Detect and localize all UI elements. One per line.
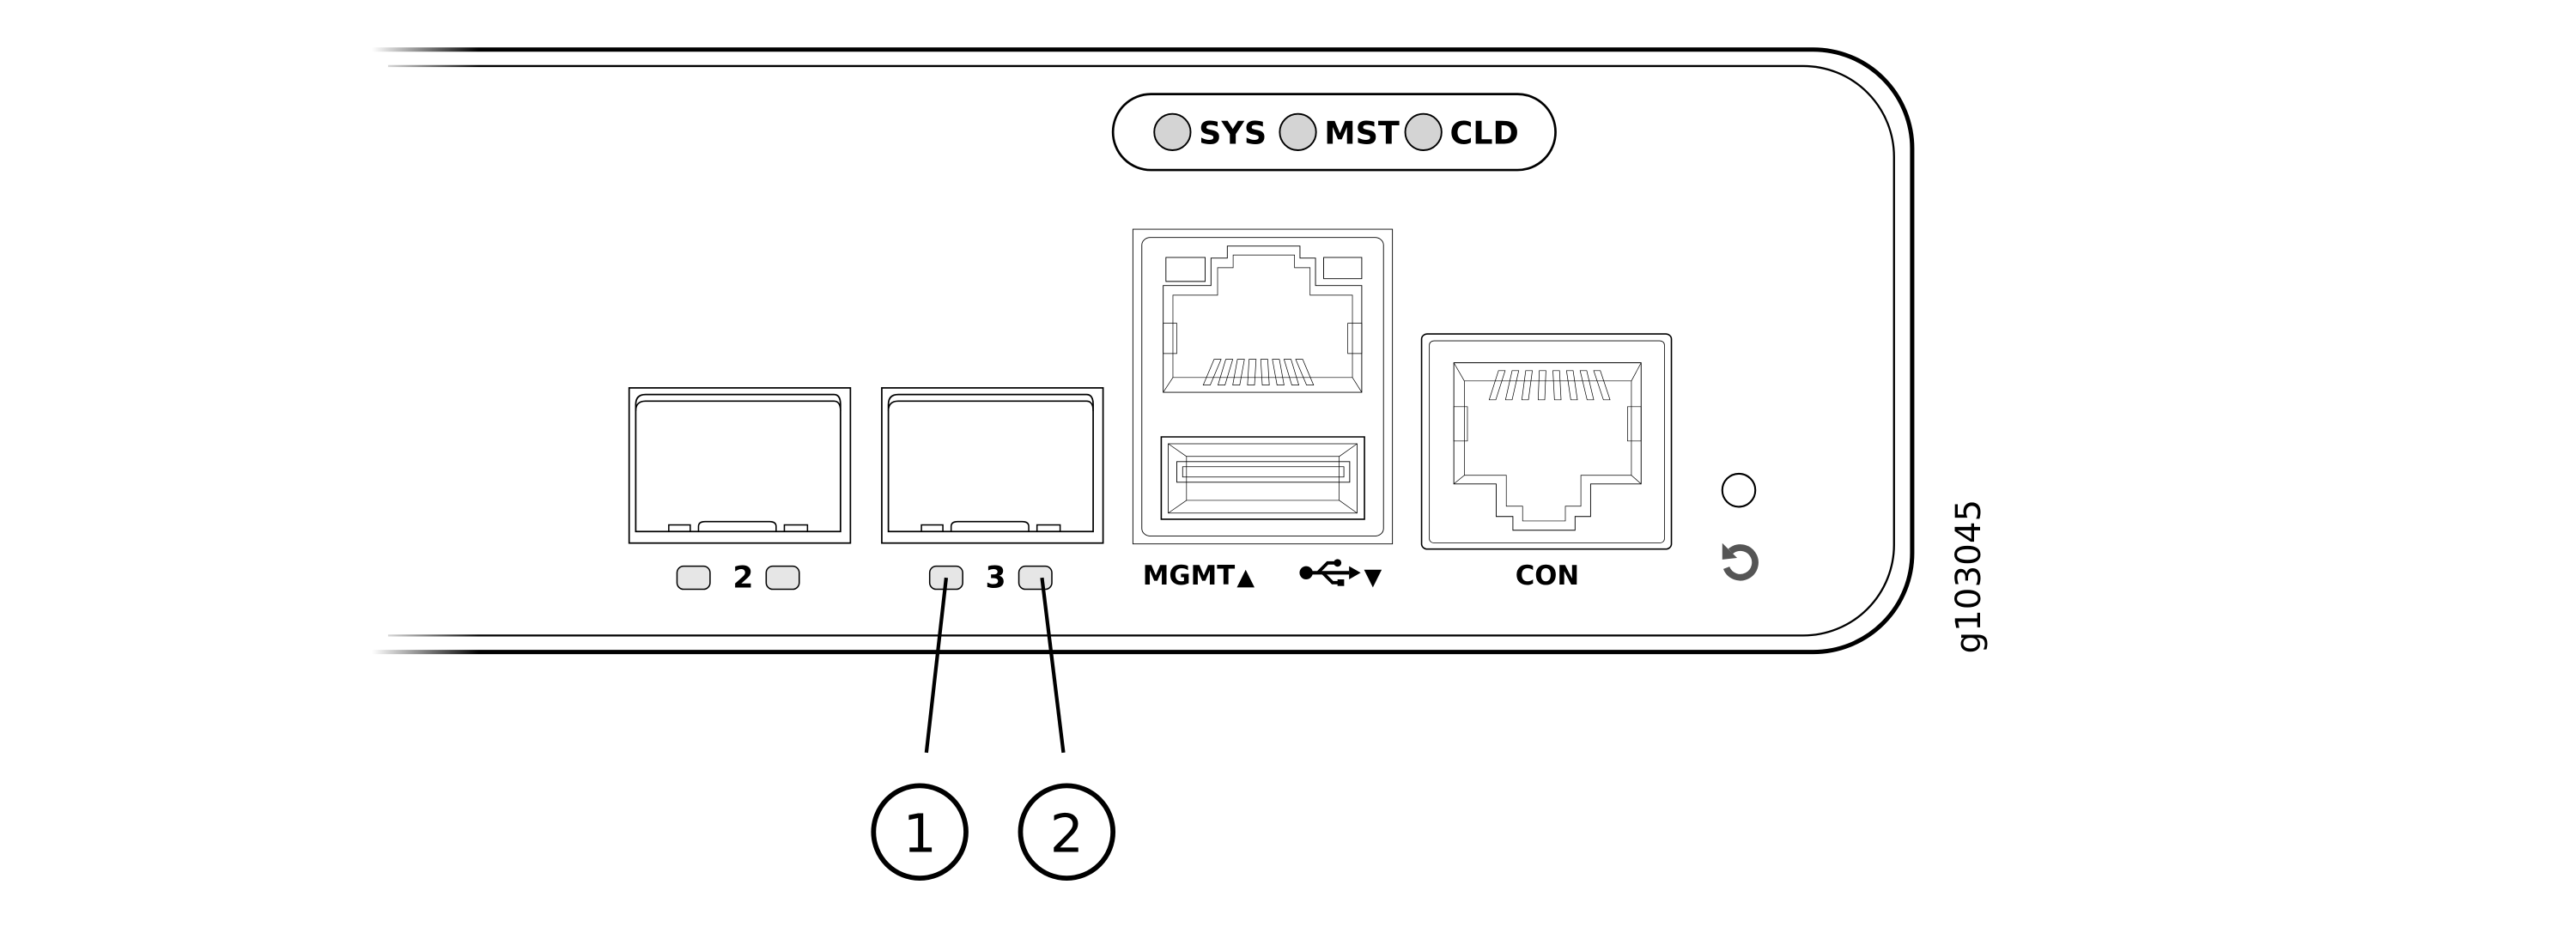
console-rj45-pins [1489,371,1610,400]
console-rj45-pin [1489,371,1505,400]
mgmt-rj45-pin [1261,360,1269,385]
sys-led-label: SYS [1199,114,1267,151]
sfp-port-2: 2 [628,387,852,596]
reset-pinhole[interactable] [1721,472,1757,508]
callout-1-leader [924,577,949,754]
mst-led [1279,112,1317,151]
cld-led-label: CLD [1449,114,1518,151]
mgmt-rj45-pin [1233,360,1245,385]
sfp-3-label: 3 [986,561,1006,596]
mst-led-label: MST [1324,114,1400,151]
chassis-outline [371,47,1915,655]
console-rj45-pin [1505,371,1518,400]
status-led-panel: SYS MST CLD [1111,93,1557,172]
mgmt-rj45-pin [1273,360,1285,385]
mgmt-right-led [1324,258,1362,279]
sfp-2-left-led [676,565,711,591]
callout-2-label: 2 [1050,803,1084,864]
sfp-port-3: 3 [881,387,1104,596]
sys-led [1153,112,1192,151]
mgmt-left-led [1166,258,1206,282]
mgmt-rj45-pin [1284,360,1298,385]
mgmt-rj45-pin [1296,360,1314,385]
console-rj45-pin [1566,371,1577,400]
usb-arrow: ▼ [1364,564,1382,591]
cld-led [1404,112,1443,151]
mgmt-arrow: ▲ [1236,564,1255,591]
sfp-2-right-led [765,565,800,591]
console-rj45-pin [1553,371,1562,400]
mgmt-label: MGMT [1143,560,1235,591]
mgmt-usb-housing [1133,229,1392,544]
mgmt-rj45-pin [1218,360,1232,385]
mgmt-rj45-pin [1248,360,1256,385]
callout-1-label: 1 [903,803,937,864]
reset-icon [1722,542,1759,581]
console-rj45-pin [1538,371,1546,400]
sfp-2-label: 2 [732,561,753,596]
callout-2-circle [1018,783,1116,881]
callout-1-circle [871,783,969,881]
console-label: CON [1516,560,1579,591]
usb-icon [1299,559,1361,586]
console-rj45-pin [1594,371,1610,400]
callout-2-leader [1040,577,1066,754]
console-rj45-pin [1522,371,1532,400]
console-rj45-pin [1580,371,1594,400]
sfp-3-right-led [1018,565,1053,591]
console-rj45-port [1422,334,1672,549]
mgmt-rj45-port [1163,246,1362,392]
usb-port [1161,437,1364,519]
mgmt-rj45-pins [1203,360,1314,385]
callouts: 1 2 [871,577,1116,881]
figure-id: g103045 [1948,500,1989,654]
mgmt-rj45-pin [1203,360,1221,385]
